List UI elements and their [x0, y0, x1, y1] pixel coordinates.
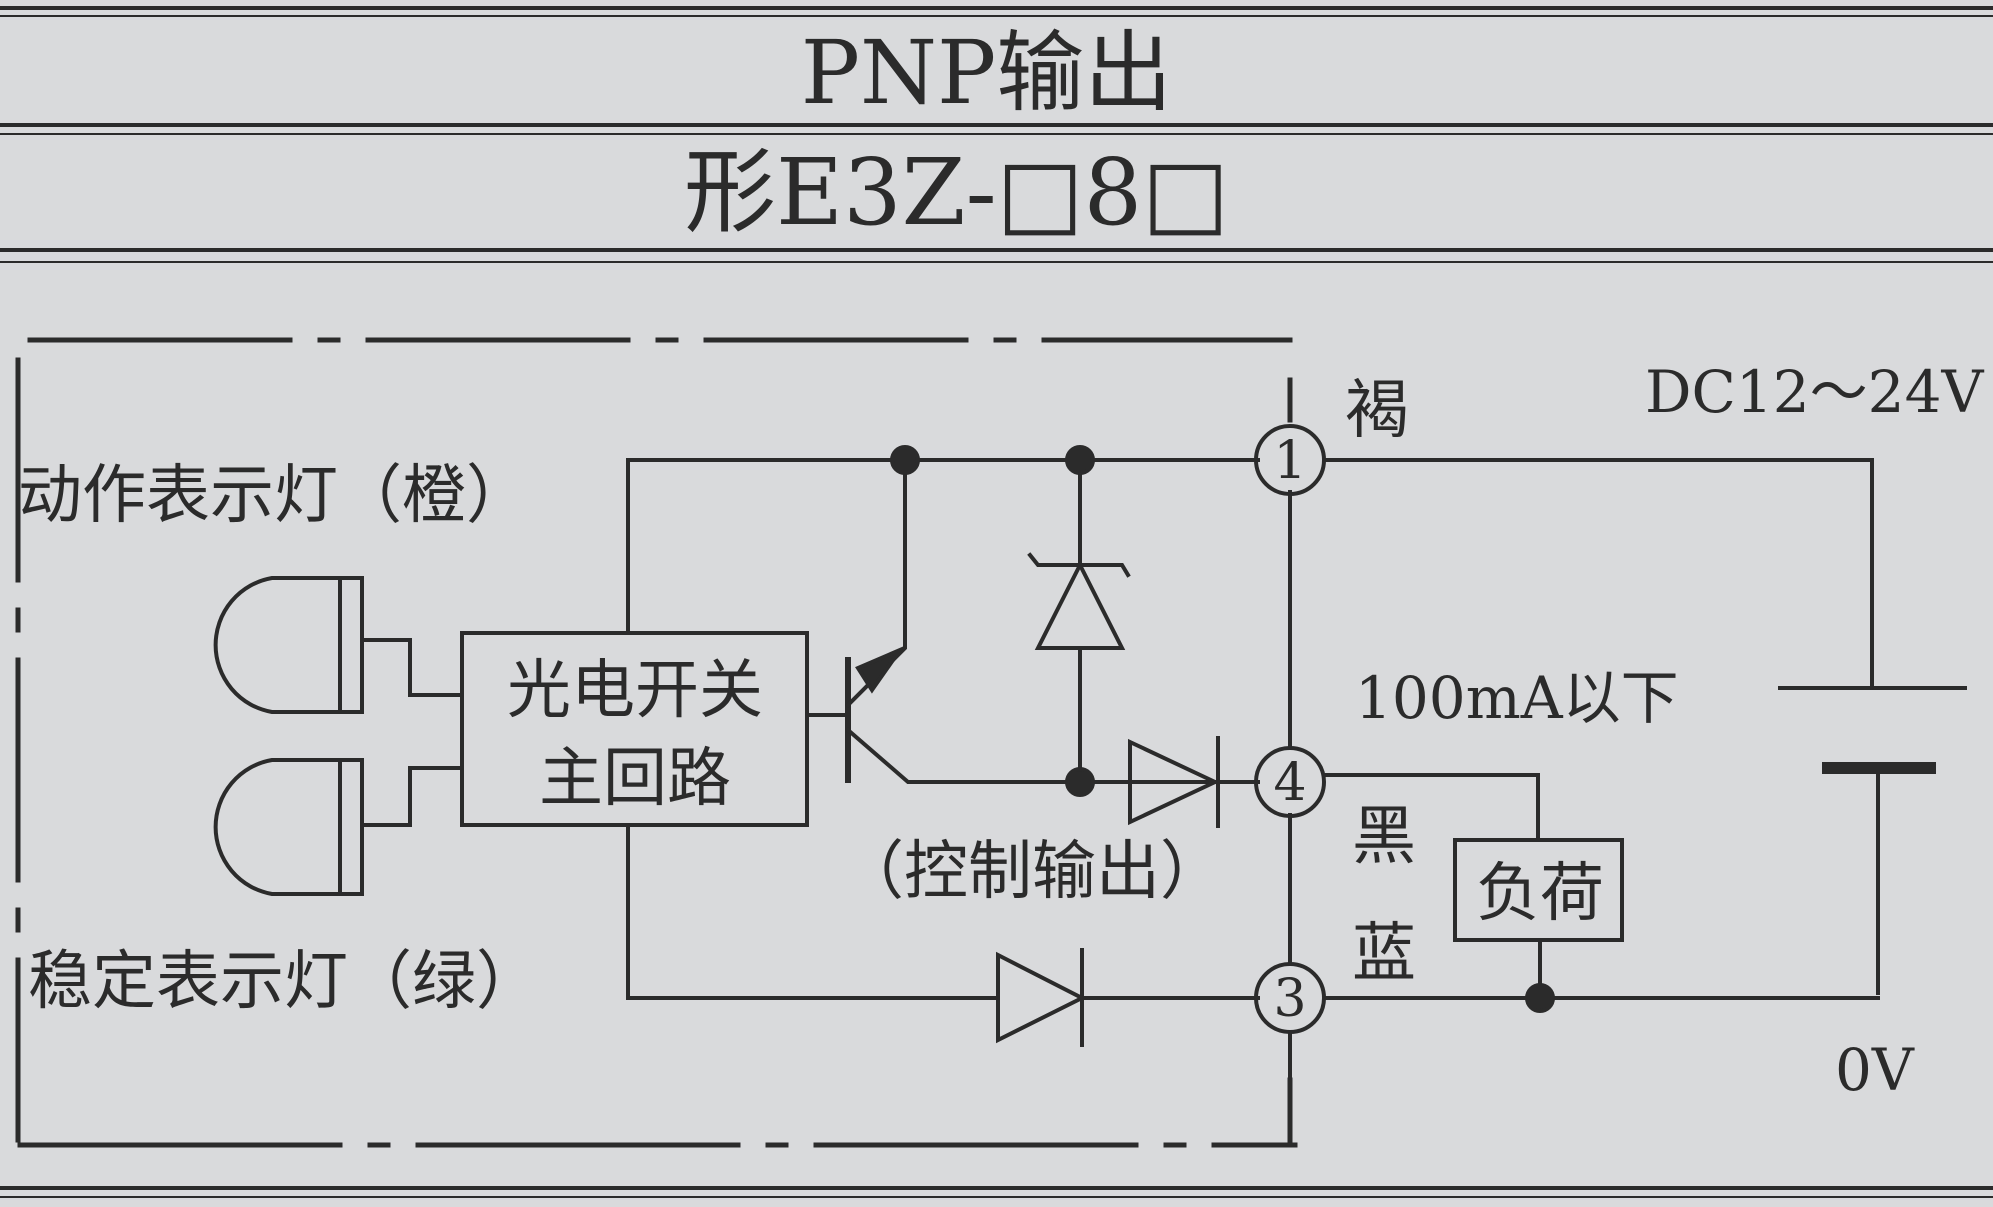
action-indicator-label: 动作表示灯（橙） — [18, 459, 530, 533]
supply-voltage-label: DC12～24V — [1645, 358, 1984, 426]
zero-volt-label: 0V — [1835, 1036, 1915, 1104]
load-resistor — [1323, 773, 1624, 1000]
terminal-3-number: 3 — [1273, 969, 1306, 1029]
stable-indicator-label: 稳定表示灯（绿） — [28, 945, 540, 1019]
load-label: 负荷 — [1476, 857, 1604, 931]
control-output-label: （控制输出） — [840, 835, 1224, 909]
main-circuit-block — [460, 631, 809, 827]
model-number: 形E3Z-□8□ — [683, 139, 1230, 246]
wire-color-brown: 褐 — [1345, 374, 1409, 448]
reverse-protection-diode-3 — [996, 948, 1087, 1047]
terminal-4 — [1254, 746, 1326, 818]
page-title: PNP输出 — [800, 21, 1173, 124]
main-circuit-label-2: 主回路 — [539, 742, 731, 816]
zero-volt-rail — [626, 823, 1880, 1013]
table-rules — [0, 6, 1993, 1198]
pnp-transistor — [805, 445, 1132, 784]
output-diode-4 — [1128, 736, 1260, 828]
dc-supply-battery — [1822, 762, 1936, 995]
zener-diode — [1027, 445, 1131, 797]
main-circuit-label-1: 光电开关 — [507, 654, 763, 728]
wire-color-black: 黑 — [1352, 800, 1416, 874]
sensor-enclosure-dashed — [15, 337, 1298, 1148]
terminal-4-number: 4 — [1273, 753, 1306, 813]
terminal-1-number: 1 — [1273, 431, 1306, 491]
terminal-3 — [1254, 962, 1326, 1034]
current-limit-label: 100mA以下 — [1355, 664, 1679, 732]
action-indicator-led-icon — [213, 576, 464, 714]
wire-color-blue: 蓝 — [1352, 917, 1416, 991]
terminal-1 — [1254, 424, 1326, 496]
positive-rail — [626, 458, 1967, 690]
stable-indicator-led-icon — [213, 758, 464, 896]
